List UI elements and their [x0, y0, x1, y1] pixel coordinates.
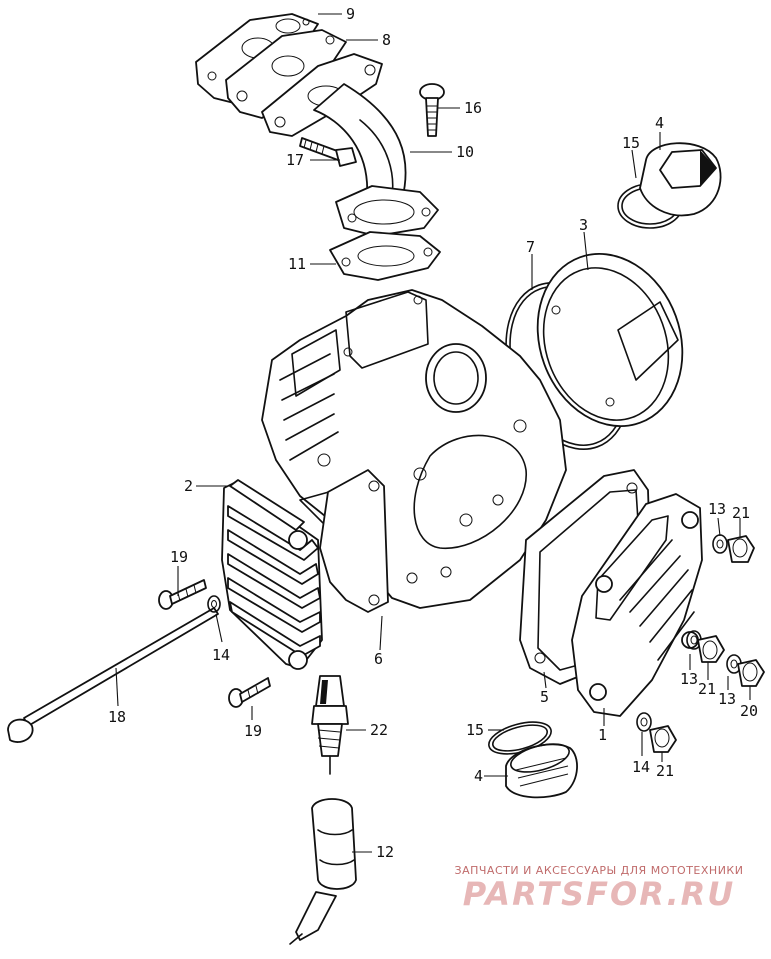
callout-2: 2 [184, 477, 193, 495]
callout-3: 3 [579, 216, 588, 234]
bolt-18 [7, 607, 219, 743]
screw-19-bottom [228, 677, 271, 708]
callout-10: 10 [456, 143, 474, 161]
callout-17: 17 [286, 151, 304, 169]
callout-6: 6 [374, 650, 383, 668]
cooling-plate-2 [221, 479, 323, 670]
bolt-16 [419, 83, 445, 137]
gasket-6 [319, 469, 389, 613]
callout-9: 9 [346, 5, 355, 23]
plug-cap-12 [289, 798, 357, 945]
leader-lines [115, 13, 751, 853]
callout-21-top: 21 [732, 504, 750, 522]
bolt-17 [299, 137, 357, 167]
washer-14-right [636, 712, 652, 732]
watermark-brand: PARTSFOR.RU [462, 875, 736, 913]
callout-15-bottom: 15 [466, 721, 484, 739]
callout-18: 18 [108, 708, 126, 726]
washer-13-top [712, 534, 728, 554]
cap-4-bottom [505, 743, 578, 799]
watermark: ЗАПЧАСТИ И АКСЕССУАРЫ ДЛЯ МОТОТЕХНИКИ PA… [439, 864, 759, 913]
callout-14-left: 14 [212, 646, 230, 664]
nut-21-bottom [649, 725, 677, 753]
flange-gasket-11 [329, 231, 441, 281]
callout-21-bottom: 21 [656, 762, 674, 780]
watermark-tagline: ЗАПЧАСТИ И АКСЕССУАРЫ ДЛЯ МОТОТЕХНИКИ [454, 864, 744, 877]
callout-4-bottom: 4 [474, 767, 483, 785]
callout-20: 20 [740, 702, 758, 720]
cover-1 [571, 493, 703, 717]
spark-plug-22 [311, 675, 349, 775]
callout-13-top: 13 [708, 500, 726, 518]
callout-labels: 9 8 16 10 17 11 4 15 3 7 2 19 14 18 19 2… [108, 5, 758, 861]
callout-11: 11 [288, 255, 306, 273]
nut-21-top [727, 535, 755, 563]
nut-21-mid [697, 635, 725, 663]
side-cover-3 [536, 253, 684, 427]
callout-19-top: 19 [170, 548, 188, 566]
cap-4-top [617, 142, 722, 229]
nut-20 [737, 659, 765, 687]
callout-13-mid: 13 [680, 670, 698, 688]
callout-12: 12 [376, 843, 394, 861]
callout-21-mid: 21 [698, 680, 716, 698]
intake-pipe-10 [261, 53, 439, 237]
callout-5: 5 [540, 688, 549, 706]
callout-4-top: 4 [655, 114, 664, 132]
callout-15-top: 15 [622, 134, 640, 152]
callout-8: 8 [382, 31, 391, 49]
callout-22: 22 [370, 721, 388, 739]
callout-14-right: 14 [632, 758, 650, 776]
screw-19-top [158, 579, 207, 610]
washer-14-left [207, 595, 221, 613]
callout-16: 16 [464, 99, 482, 117]
callout-19-bottom: 19 [244, 722, 262, 740]
callout-7: 7 [526, 238, 535, 256]
callout-1: 1 [598, 726, 607, 744]
callout-13-right: 13 [718, 690, 736, 708]
